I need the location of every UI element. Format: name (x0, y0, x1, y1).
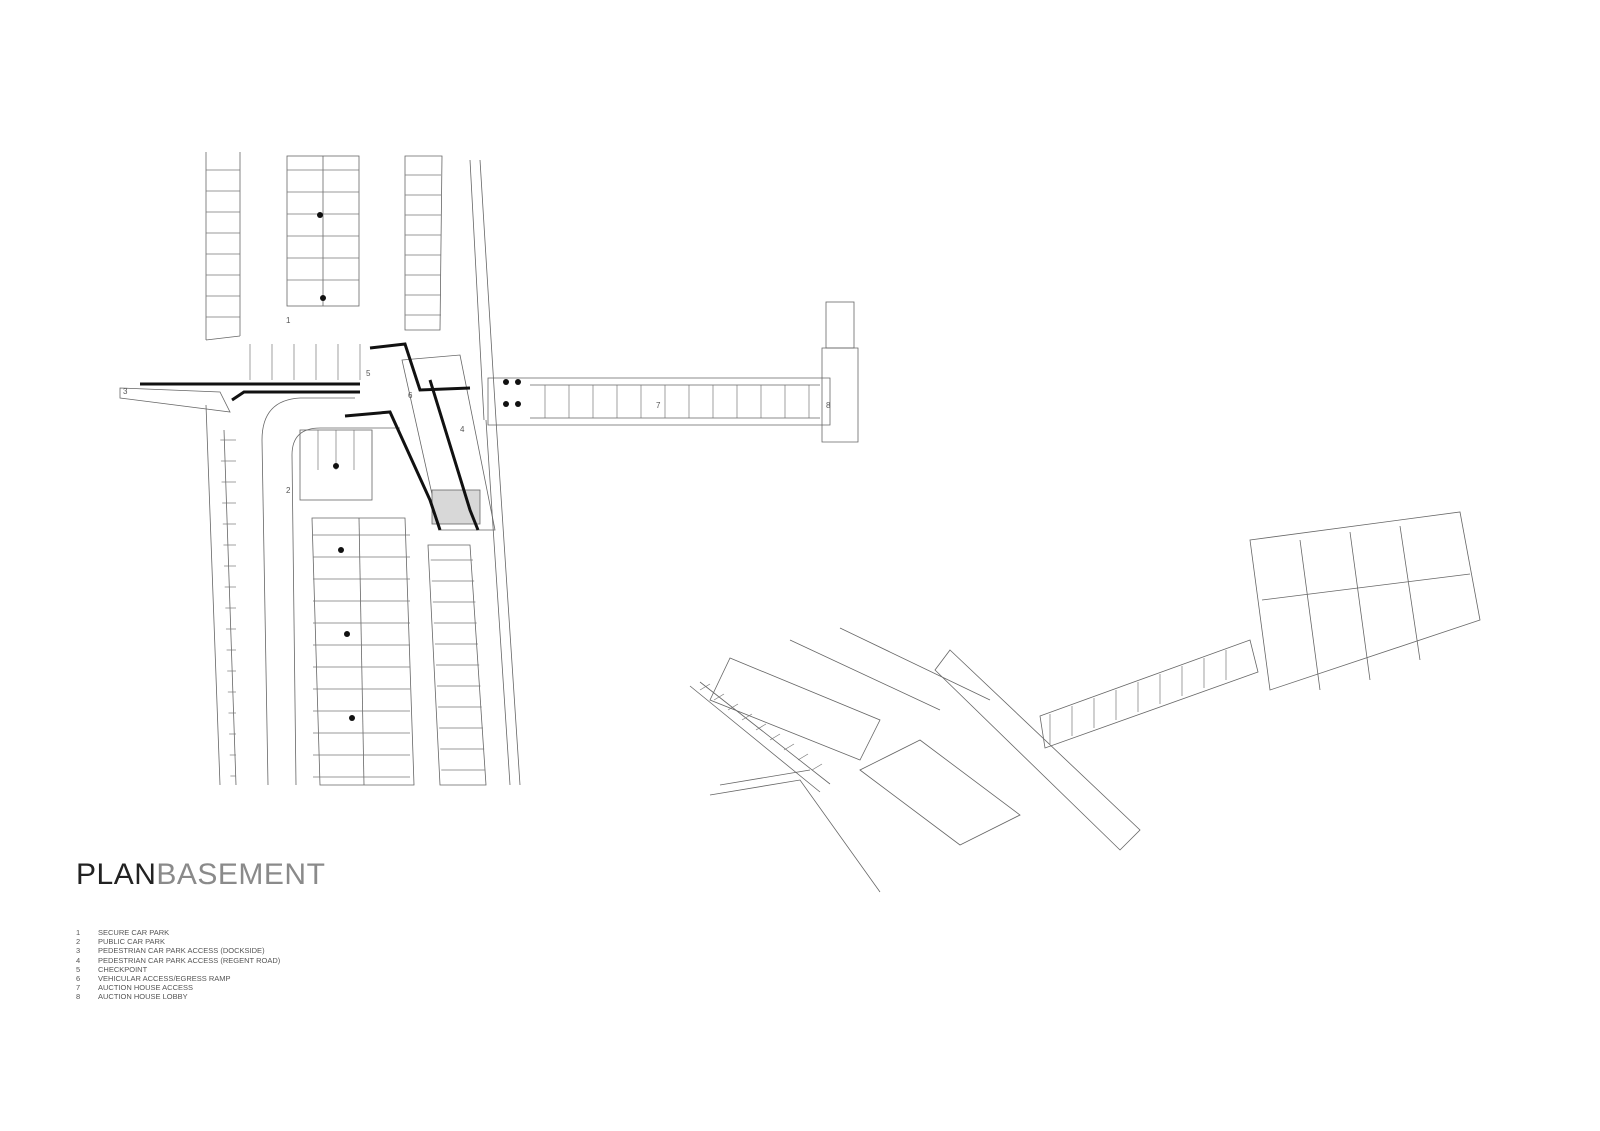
legend-text: AUCTION HOUSE LOBBY (98, 992, 188, 1002)
title-plan: PLAN (76, 858, 157, 891)
plan-label-1: 1 (286, 316, 291, 325)
plan-label-4: 4 (460, 425, 465, 434)
legend-number: 1 (76, 928, 81, 937)
legend-text: CHECKPOINT (98, 964, 148, 974)
legend-item: 7 AUCTION HOUSE ACCESS (76, 983, 280, 992)
plan-label-7: 7 (656, 401, 661, 410)
legend-item: 2 PUBLIC CAR PARK (76, 937, 280, 946)
legend-text: PUBLIC CAR PARK (98, 937, 165, 947)
plan-label-8: 8 (826, 401, 831, 410)
legend-item: 8 AUCTION HOUSE LOBBY (76, 992, 280, 1001)
plan-label-6: 6 (408, 391, 413, 400)
page-title: PLANBASEMENT (76, 858, 325, 892)
legend-item: 6 VEHICULAR ACCESS/EGRESS RAMP (76, 974, 280, 983)
legend-number: 3 (76, 946, 81, 956)
plan-label-3: 3 (123, 387, 128, 396)
plan-label-2: 2 (286, 486, 291, 495)
legend-text: SECURE CAR PARK (98, 928, 170, 937)
legend-number: 5 (76, 964, 81, 974)
legend-text: PEDESTRIAN CAR PARK ACCESS (DOCKSIDE) (98, 946, 265, 956)
legend-number: 6 (76, 974, 81, 984)
legend-number: 8 (76, 992, 81, 1002)
plan-label-5: 5 (366, 369, 371, 378)
legend-number: 7 (76, 983, 81, 993)
legend-item: 5 CHECKPOINT (76, 965, 280, 974)
title-basement: BASEMENT (156, 858, 326, 891)
legend-text: AUCTION HOUSE ACCESS (98, 983, 194, 993)
legend-text: PEDESTRIAN CAR PARK ACCESS (REGENT ROAD) (98, 955, 281, 965)
legend-item: 1 SECURE CAR PARK (76, 928, 280, 937)
legend-number: 2 (76, 937, 81, 947)
legend-text: VEHICULAR ACCESS/EGRESS RAMP (98, 974, 231, 984)
legend-number: 4 (76, 955, 81, 965)
legend-item: 4 PEDESTRIAN CAR PARK ACCESS (REGENT ROAD… (76, 956, 280, 965)
legend-item: 3 PEDESTRIAN CAR PARK ACCESS (DOCKSIDE) (76, 946, 280, 955)
